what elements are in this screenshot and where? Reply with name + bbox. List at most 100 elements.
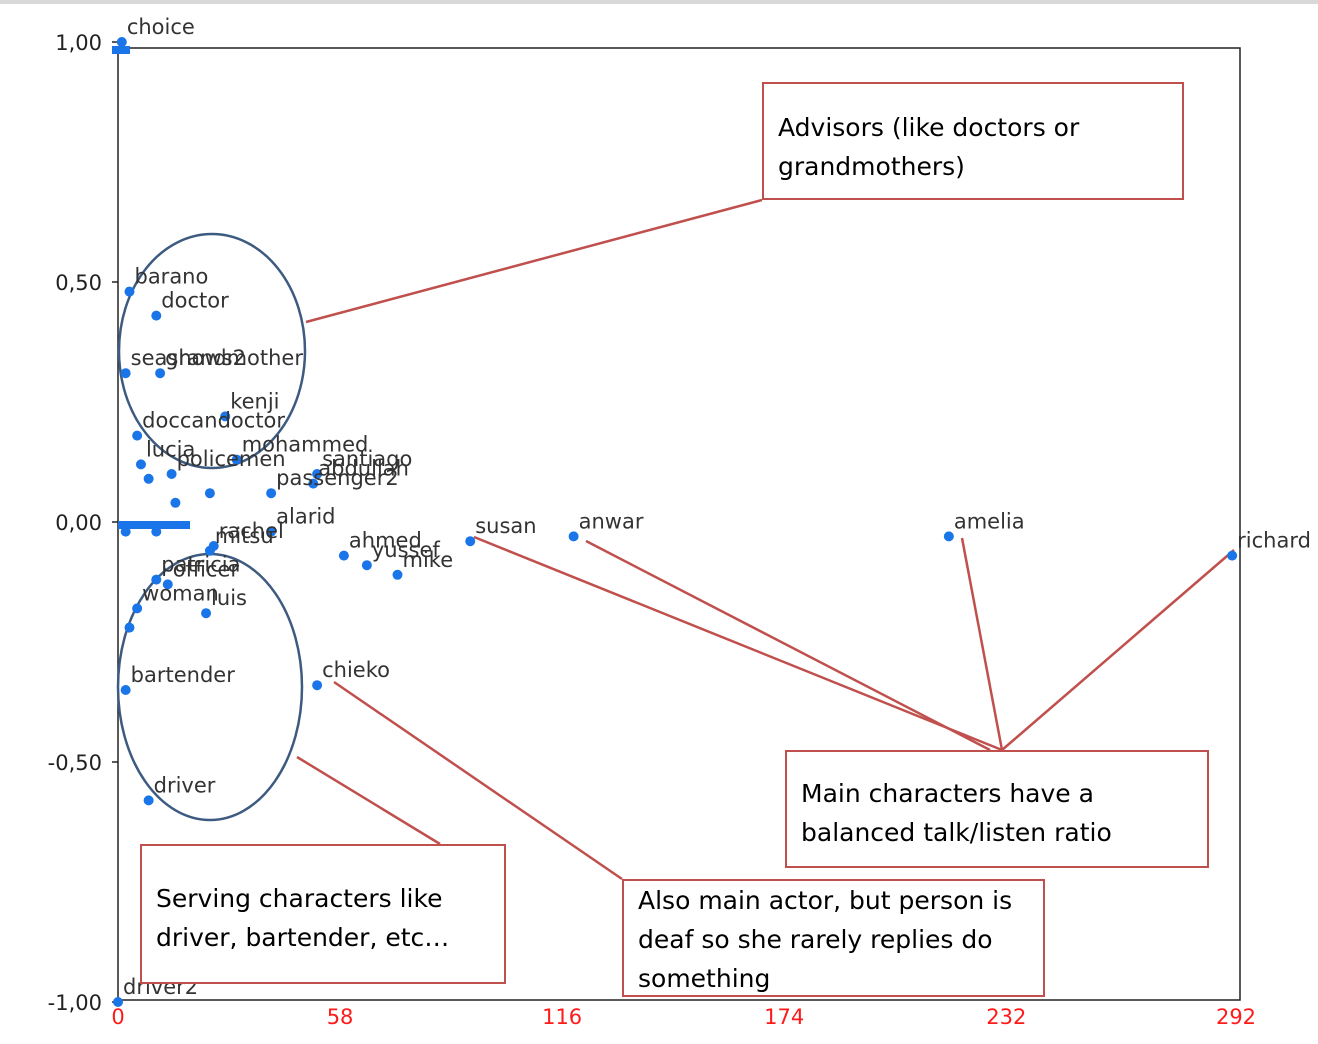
serving-characters-annotation: Serving characters like driver, bartende… — [140, 844, 506, 984]
data-point — [143, 795, 154, 806]
data-point — [132, 603, 143, 614]
point-label: bartender — [131, 663, 236, 687]
point-label: santiago — [322, 447, 412, 471]
data-point — [338, 550, 349, 561]
x-tick-label: 174 — [764, 1005, 804, 1029]
data-point — [568, 531, 579, 542]
data-point — [312, 680, 323, 691]
point-label: kenji — [230, 389, 279, 413]
data-point — [266, 526, 277, 537]
data-point — [151, 310, 162, 321]
data-point — [220, 411, 231, 422]
point-label: mitsu — [215, 524, 274, 548]
annotation-connector-line — [333, 680, 623, 881]
data-point — [465, 536, 476, 547]
data-point — [120, 368, 131, 379]
y-tick-label: 0,00 — [55, 511, 102, 535]
x-tick-label: 58 — [327, 1005, 354, 1029]
main-characters-annotation-text: Main characters have a balanced talk/lis… — [801, 779, 1112, 847]
data-point — [124, 286, 135, 297]
point-label: lucia — [146, 437, 195, 461]
point-label: passenger2 — [276, 466, 399, 490]
data-point — [166, 469, 177, 479]
point-label: grandmother — [165, 346, 303, 370]
y-tick-label: 1,00 — [55, 31, 102, 55]
data-point — [231, 454, 242, 465]
data-point — [392, 569, 403, 580]
point-label: mohammed — [242, 433, 369, 457]
data-point — [361, 560, 372, 571]
annotation-connector-line — [305, 198, 763, 324]
main-characters-annotation: Main characters have a balanced talk/lis… — [785, 750, 1209, 868]
x-tick-label: 0 — [111, 1005, 124, 1029]
annotation-connector-line — [473, 535, 1003, 752]
deaf-actor-annotation-text: Also main actor, but person is deaf so s… — [638, 886, 1013, 993]
data-point — [162, 579, 173, 590]
advisors-ellipse — [117, 232, 307, 470]
point-label: woman — [142, 581, 219, 605]
data-point — [120, 526, 131, 537]
point-label: driver — [154, 773, 216, 797]
annotation-connector-line — [296, 755, 441, 846]
point-label: anwar — [579, 509, 644, 533]
annotation-connectors — [296, 198, 1235, 881]
data-point — [113, 997, 123, 1007]
annotation-connector-line — [960, 537, 1004, 751]
data-point — [308, 478, 319, 489]
annotation-connector-line — [585, 539, 991, 752]
data-point — [132, 430, 143, 441]
x-axis-ticks: 0 58 116 174 232 292 — [111, 1005, 1256, 1029]
data-point — [135, 459, 146, 470]
point-label: barano — [134, 265, 208, 289]
data-point — [151, 526, 162, 537]
point-label: mike — [403, 548, 454, 572]
point-label: chieko — [322, 658, 390, 682]
y-tick-label: -1,00 — [48, 991, 102, 1015]
point-label: rachel — [219, 519, 284, 543]
data-point — [204, 488, 215, 499]
data-point — [116, 37, 127, 47]
y-tick-label: -0,50 — [48, 751, 102, 775]
point-label: yussef — [372, 538, 441, 562]
point-label: abdullah — [318, 457, 409, 481]
data-point — [201, 608, 212, 619]
point-label: officer — [173, 557, 240, 581]
point-label: susan — [475, 514, 536, 538]
data-point — [151, 574, 162, 585]
serving-characters-annotation-text: Serving characters like driver, bartende… — [156, 884, 450, 952]
point-label: amelia — [954, 509, 1025, 533]
y-axis-ticks: 1,00 0,50 0,00 -0,50 -1,00 — [48, 31, 118, 1015]
advisors-annotation-text: Advisors (like doctors or grandmothers) — [778, 113, 1080, 181]
point-label: alarid — [276, 505, 335, 529]
advisors-annotation: Advisors (like doctors or grandmothers) — [762, 82, 1184, 200]
x-tick-label: 232 — [986, 1005, 1026, 1029]
data-point — [143, 473, 154, 484]
data-point — [312, 469, 323, 479]
y-tick-label: 0,50 — [55, 271, 102, 295]
point-label: doccandoctor — [142, 409, 285, 433]
overlapping-points-cluster — [112, 46, 130, 54]
point-label: policemen — [177, 447, 286, 471]
data-point — [155, 368, 166, 379]
data-point — [170, 497, 181, 508]
data-point — [1227, 550, 1238, 561]
x-tick-label: 292 — [1216, 1005, 1256, 1029]
point-label: richard — [1237, 529, 1311, 553]
point-label: luis — [211, 586, 247, 610]
data-point — [120, 685, 131, 695]
data-points — [112, 37, 1238, 1007]
x-tick-label: 116 — [542, 1005, 582, 1029]
data-point — [943, 531, 954, 542]
point-label: doctor — [161, 289, 229, 313]
overlapping-points-cluster — [118, 521, 190, 529]
data-point — [124, 622, 135, 633]
point-label: seashows2 — [131, 346, 246, 370]
point-label: patricia — [161, 553, 240, 577]
deaf-actor-annotation: Also main actor, but person is deaf so s… — [622, 879, 1045, 997]
point-label: choice — [127, 15, 195, 39]
data-point — [266, 488, 277, 499]
top-strip — [0, 0, 1318, 4]
annotation-connector-line — [1001, 549, 1235, 751]
